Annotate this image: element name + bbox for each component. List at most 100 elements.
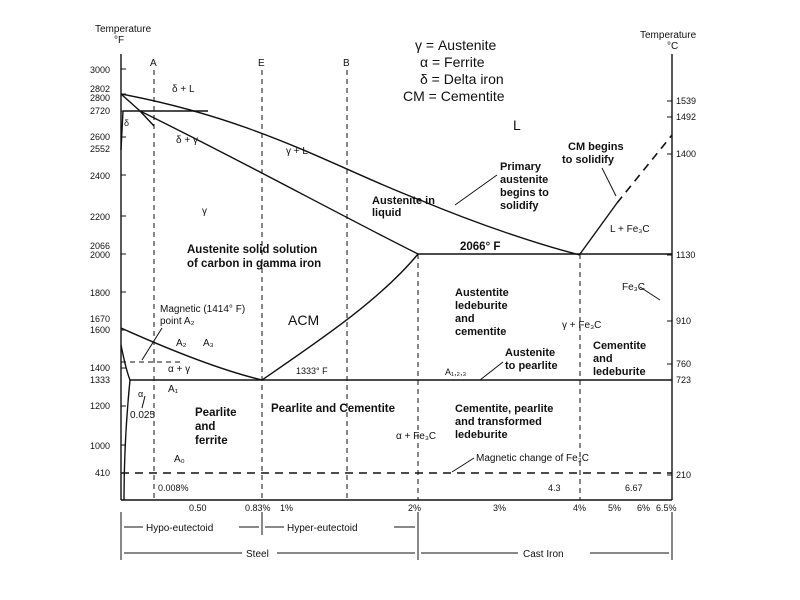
solidus: [139, 110, 419, 255]
label-pf-3: ferrite: [195, 435, 228, 447]
tick-2802: 2802: [90, 84, 110, 94]
tick-210: 210: [676, 470, 691, 480]
tick-2400: 2400: [90, 171, 110, 181]
c0025-pointer: [141, 395, 146, 409]
right-axis-title: Temperature: [640, 30, 697, 41]
label-aust-pearl-1: Austenite: [505, 347, 555, 359]
tick-6pct: 6%: [637, 503, 650, 513]
left-ticks: 3000 2802 2800 2720 2600 2552 2400 2200 …: [90, 65, 126, 478]
tick-1400c: 1400: [676, 149, 696, 159]
left-axis-unit: °F: [114, 35, 124, 46]
label-cpt-3: ledeburite: [455, 429, 508, 441]
tick-1800: 1800: [90, 288, 110, 298]
label-austenite-liquid-2: liquid: [372, 207, 401, 219]
mag-change-pointer: [451, 457, 475, 473]
label-l-fe3c: L + Fe₃C: [610, 224, 650, 235]
label-cm-begins-2: to solidify: [562, 154, 615, 166]
label-a123: A₁,₂,₃: [445, 367, 467, 377]
region-labels: δ + L δ + γ δ γ + L L γ Austenite solid …: [124, 84, 661, 493]
tick-2pct: 2%: [408, 503, 421, 513]
cm-liquidus-dashed: [616, 134, 673, 204]
label-pf-2: and: [195, 421, 215, 433]
cm-begins-pointer: [601, 167, 617, 197]
label-alpha-fe3c: α + Fe₃C: [396, 431, 436, 442]
bottom-ticks: 0.50 0.83% 1% 2% 3% 4% 5% 6% 6.5%: [189, 503, 677, 513]
tick-3000: 3000: [90, 65, 110, 75]
label-austenite-solid-1: Austenite solid solution: [187, 244, 317, 256]
tick-1200: 1200: [90, 401, 110, 411]
tick-2600: 2600: [90, 132, 110, 142]
tick-2066: 2066: [90, 241, 110, 251]
label-cem-led-1: Cementite: [593, 340, 646, 352]
label-eutectic-temp: 2066° F: [460, 241, 500, 253]
label-cast-iron: Cast Iron: [523, 549, 564, 560]
delta-boundary-2: [120, 110, 124, 151]
tick-2720: 2720: [90, 106, 110, 116]
label-cpt-1: Cementite, pearlite: [455, 403, 553, 415]
tick-65pct: 6.5%: [656, 503, 677, 513]
tick-410: 410: [95, 468, 110, 478]
label-hypo: Hypo-eutectoid: [146, 523, 213, 534]
tick-1539: 1539: [676, 96, 696, 106]
tick-1130: 1130: [676, 250, 695, 260]
label-cm-begins-1: CM begins: [568, 141, 624, 153]
marker-e-label: E: [258, 58, 265, 69]
label-liquid: L: [513, 117, 521, 133]
label-acm: ACM: [288, 312, 319, 328]
tick-1400: 1400: [90, 363, 110, 373]
fe3c-pointer: [639, 286, 661, 301]
legend: γ = Austenite α = Ferrite δ = Delta iron…: [403, 37, 505, 104]
marker-a-label: A: [150, 58, 157, 69]
label-delta-liquid: δ + L: [172, 84, 195, 95]
label-delta: δ: [124, 118, 129, 128]
right-axis-unit: °C: [667, 41, 678, 52]
marker-b-label: B: [343, 58, 350, 69]
legend-cementite: CM = Cementite: [403, 88, 505, 104]
label-magnetic-2: point A₂: [160, 316, 195, 327]
label-alpha-gamma: α + γ: [168, 364, 190, 375]
label-cpt-2: and transformed: [455, 416, 542, 428]
label-austenite-solid-2: of carbon in gamma iron: [187, 258, 321, 270]
label-gamma-fe3c: γ + Fe₃C: [562, 320, 601, 331]
delta-boundary-1: [120, 93, 141, 112]
primary-pointer: [454, 174, 498, 206]
label-gamma-liquid: γ + L: [286, 146, 308, 157]
legend-ferrite: α = Ferrite: [420, 54, 485, 70]
legend-austenite: γ = Austenite: [415, 37, 497, 53]
label-aust-pearl-2: to pearlite: [505, 360, 558, 372]
label-steel: Steel: [246, 549, 269, 560]
tick-1600: 1600: [90, 325, 110, 335]
tick-5pct: 5%: [608, 503, 621, 513]
tick-2800: 2800: [90, 93, 110, 103]
tick-1pct: 1%: [280, 503, 293, 513]
label-aust-led-1: Austentite: [455, 287, 509, 299]
label-a0: A₀: [174, 454, 185, 465]
a3-line: [120, 327, 263, 381]
label-aust-led-2: ledeburite: [455, 300, 508, 312]
label-primary-2: austenite: [500, 174, 548, 186]
tick-1492: 1492: [676, 112, 696, 122]
label-fe3c: Fe₃C: [622, 282, 645, 293]
tick-760: 760: [676, 359, 691, 369]
tick-1670: 1670: [90, 314, 110, 324]
label-0008: 0.008%: [158, 483, 189, 493]
label-0025: 0.025: [130, 410, 155, 421]
label-aust-led-4: cementite: [455, 326, 506, 338]
label-43: 4.3: [548, 483, 561, 493]
label-delta-gamma: δ + γ: [176, 135, 198, 146]
range-brackets: Hypo-eutectoid Hyper-eutectoid Steel Cas…: [120, 512, 673, 560]
label-mag-change: Magnetic change of Fe₃C: [476, 453, 589, 464]
label-pearl-cem: Pearlite and Cementite: [271, 403, 395, 415]
delta-gamma-boundary: [139, 110, 155, 127]
tick-2200: 2200: [90, 212, 110, 222]
label-magnetic-1: Magnetic (1414° F): [160, 304, 245, 315]
label-cem-led-3: ledeburite: [593, 366, 646, 378]
label-a2: A₂: [176, 338, 187, 349]
tick-2552: 2552: [90, 144, 110, 154]
left-axis-title: Temperature: [95, 24, 152, 35]
tick-050: 0.50: [189, 503, 207, 513]
magnetic-pointer: [141, 327, 163, 361]
label-cem-led-2: and: [593, 353, 613, 365]
label-pf-1: Pearlite: [195, 407, 237, 419]
